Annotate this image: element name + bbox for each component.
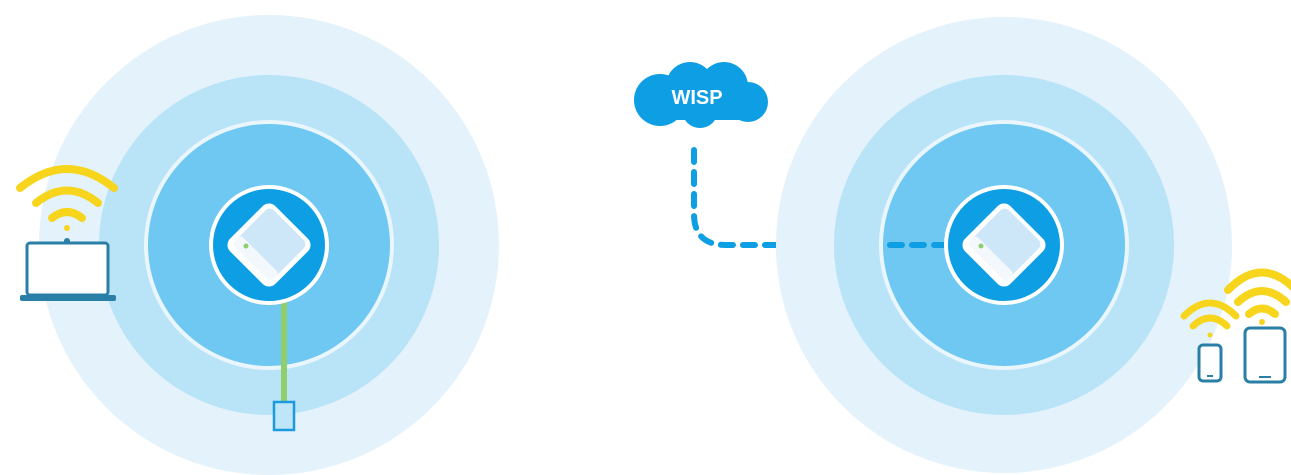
phone-icon	[1197, 343, 1223, 383]
tablet-wifi-signal-icon	[1224, 268, 1291, 325]
phone-wifi-signal-icon	[1180, 299, 1240, 338]
ethernet-plug-icon	[272, 400, 296, 432]
right-router-icon	[944, 185, 1064, 305]
wisp-cloud: WISP	[634, 62, 768, 128]
left-router-icon	[209, 185, 329, 305]
laptop-wifi-signal-icon	[16, 165, 118, 231]
left-scene	[16, 15, 499, 475]
right-scene	[776, 17, 1291, 473]
wisp-dashed-connection	[691, 147, 951, 248]
tablet-icon	[1243, 326, 1287, 384]
laptop-icon	[20, 238, 116, 301]
wisp-label: WISP	[671, 87, 722, 109]
